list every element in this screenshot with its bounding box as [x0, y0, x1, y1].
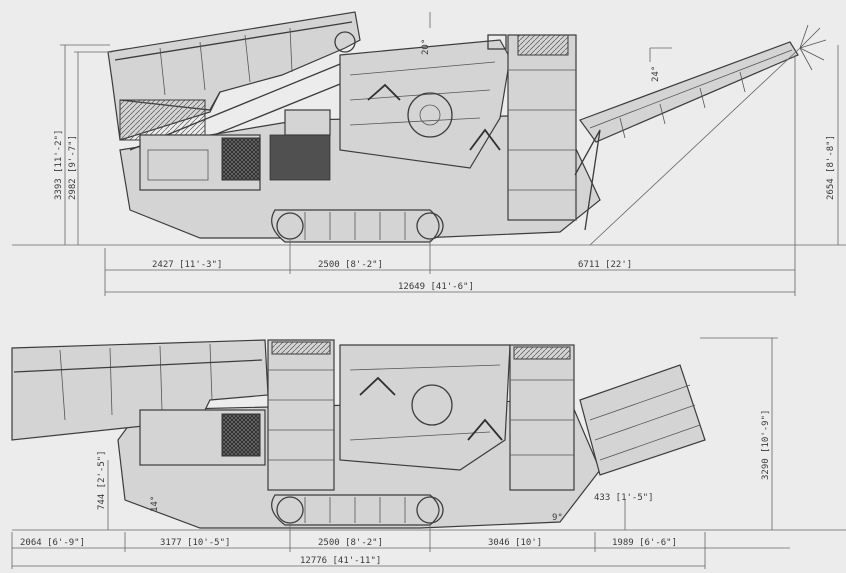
transport-conveyor-tower [509, 344, 575, 491]
folded-frame-left [267, 339, 335, 491]
dim-transport-d3: 2500 [8'-2"] [318, 538, 383, 548]
angle-side-a: 20° [421, 39, 431, 55]
dim-transport-h-left: 744 [2'-5"] [97, 450, 107, 510]
dim-transport-clearance: 433 [1'-5"] [594, 493, 654, 503]
transport-screen-wheel [411, 384, 453, 426]
folded-hopper [11, 339, 269, 441]
material-spray [799, 24, 827, 71]
dim-side-d2: 2500 [8'-2"] [318, 260, 383, 270]
power-unit [269, 134, 331, 181]
folded-stockpile-conveyor [579, 364, 706, 476]
angle-transport-a: 14° [150, 496, 160, 512]
dim-side-h2: 2982 [9'-7"] [68, 135, 78, 200]
stockpile-conveyor [579, 41, 799, 143]
conveyor-tower [507, 34, 577, 221]
transport-radiator-grille [221, 413, 261, 457]
angle-side-b: 24° [651, 66, 661, 82]
track-sprocket-front [416, 212, 444, 240]
dim-side-d3: 6711 [22'] [578, 260, 632, 270]
dim-side-d1: 2427 [11'-3"] [152, 260, 222, 270]
dim-transport-d4: 3046 [10'] [488, 538, 542, 548]
head-pulley [334, 31, 356, 53]
side-view: 3393 [11'-2"] 2982 [9'-7"] 2654 [8'-8"] … [12, 11, 846, 296]
dim-transport-d5: 1989 [6'-6"] [612, 538, 677, 548]
dim-transport-d1: 2064 [6'-9"] [20, 538, 85, 548]
dim-transport-d2: 3177 [10'-5"] [160, 538, 230, 548]
dim-transport-overall: 12776 [41'-11"] [300, 556, 381, 566]
radiator-grille [221, 137, 261, 181]
dim-side-overall: 12649 [41'-6"] [398, 282, 474, 292]
track-idler-rear [276, 212, 304, 240]
transport-view: 744 [2'-5"] 3290 [10'-9"] 433 [1'-5"] 14… [11, 337, 846, 569]
dim-side-h1: 3393 [11'-2"] [54, 130, 64, 200]
screen-drive-wheel [407, 92, 453, 138]
transport-screen-box [339, 344, 511, 471]
hopper-side-panel [119, 99, 206, 141]
angle-transport-b: 9° [552, 513, 563, 523]
dim-side-h3: 2654 [8'-8"] [826, 135, 836, 200]
dim-transport-h-right: 3290 [10'-9"] [761, 410, 771, 480]
